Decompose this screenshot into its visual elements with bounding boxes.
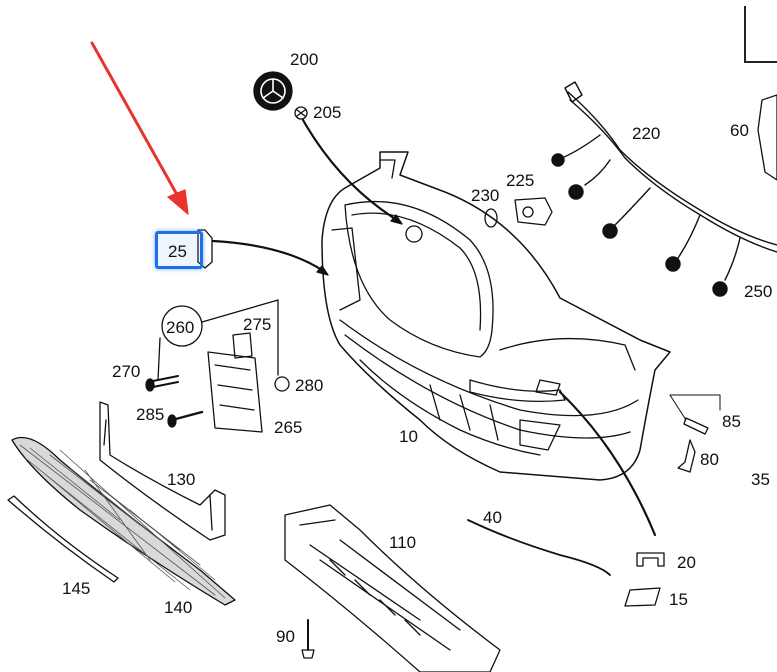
label-part-10: 10 xyxy=(399,427,418,446)
label-part-200: 200 xyxy=(290,50,319,69)
label-part-15: 15 xyxy=(669,590,688,609)
cover-part-110 xyxy=(284,504,501,672)
leader-25 xyxy=(211,239,327,274)
label-part-285: 285 xyxy=(136,405,165,424)
grille-part-140 xyxy=(11,436,236,606)
nut-part-280 xyxy=(274,376,290,392)
label-part-85: 85 xyxy=(722,412,741,431)
screw-part-270 xyxy=(145,375,179,392)
label-part-80: 80 xyxy=(700,450,719,469)
frame-corner-mark xyxy=(744,6,777,63)
label-part-270: 270 xyxy=(112,362,141,381)
label-part-220: 220 xyxy=(632,124,661,143)
label-part-130: 130 xyxy=(167,470,196,489)
label-part-90: 90 xyxy=(276,627,295,646)
sensor-part-225 xyxy=(514,197,553,226)
label-part-205: 205 xyxy=(313,103,342,122)
label-part-280: 280 xyxy=(295,376,324,395)
label-part-250: 250 xyxy=(744,282,773,301)
leader-20 xyxy=(558,390,657,537)
piece-part-25 xyxy=(197,229,213,269)
label-part-20: 20 xyxy=(677,553,696,572)
clip-part-205 xyxy=(294,106,308,120)
strip-part-130 xyxy=(99,401,226,541)
label-part-25: 25 xyxy=(168,242,187,261)
highlight-box-part-25: 25 xyxy=(155,231,203,269)
label-part-110: 110 xyxy=(389,533,417,552)
label-part-40: 40 xyxy=(483,508,502,527)
label-part-140: 140 xyxy=(164,598,193,617)
bracket-part-60 xyxy=(757,94,777,181)
wiring-harness-part-220 xyxy=(551,81,777,297)
label-part-60: 60 xyxy=(730,121,749,140)
ring-part-230 xyxy=(484,208,498,228)
label-part-275: 275 xyxy=(243,315,272,334)
cable-part-40 xyxy=(467,519,611,576)
trim-part-145 xyxy=(7,495,119,583)
label-part-35: 35 xyxy=(751,470,770,489)
leader-205 xyxy=(301,118,402,224)
bumper-part-10 xyxy=(321,151,671,481)
fastener-part-80 xyxy=(677,439,696,473)
bolt-part-90 xyxy=(301,619,315,659)
screw-part-285 xyxy=(167,410,204,428)
clip-part-20 xyxy=(636,552,665,567)
fastener-part-85 xyxy=(669,394,721,435)
emblem-part-200 xyxy=(253,71,293,111)
label-part-265: 265 xyxy=(274,418,303,437)
cap-part-15 xyxy=(624,587,661,607)
red-pointer-arrow xyxy=(90,41,189,215)
label-part-260: 260 xyxy=(166,318,195,337)
label-part-145: 145 xyxy=(62,579,91,598)
bracket-group-260 xyxy=(157,299,279,433)
label-part-230: 230 xyxy=(471,186,500,205)
label-part-225: 225 xyxy=(506,171,535,190)
